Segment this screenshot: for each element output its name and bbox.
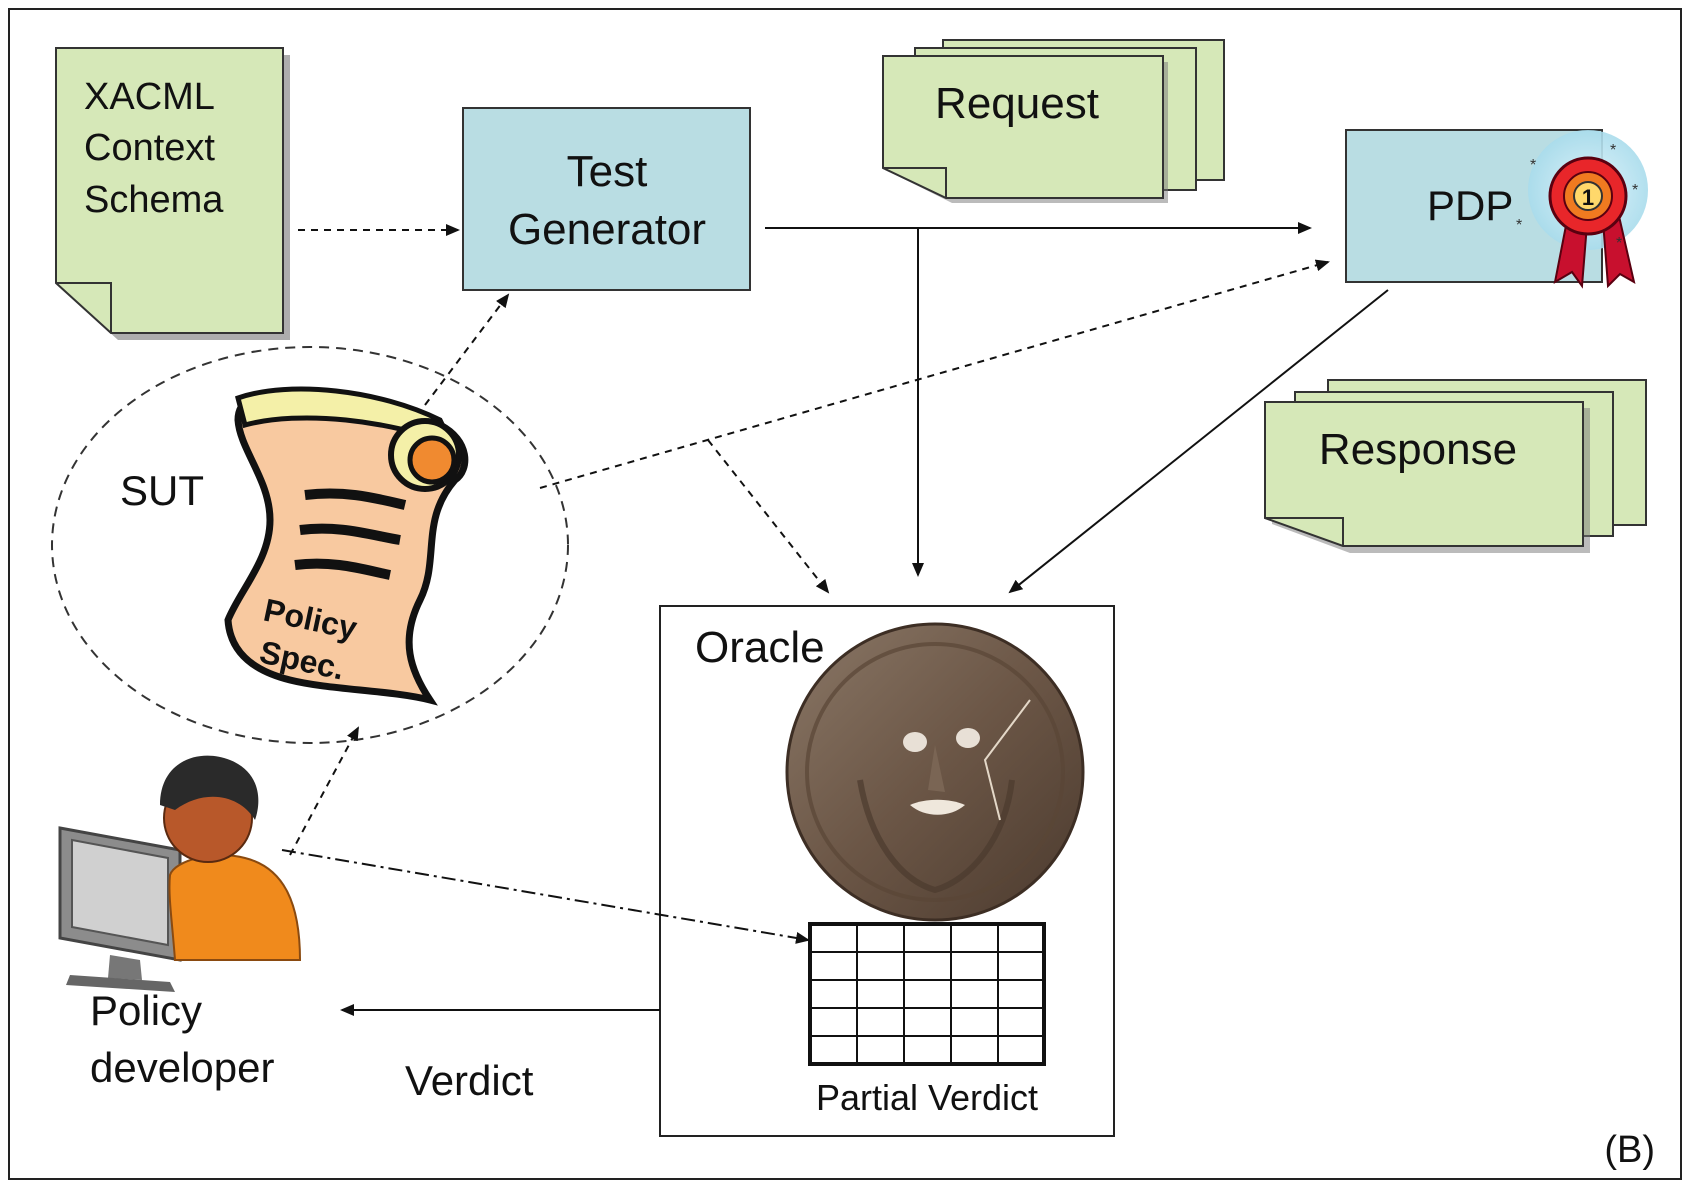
edge-developer-to-partial-verdict [281,849,810,944]
test-generator-node: Test Generator [462,107,751,291]
edge-policy-to-pdp [539,259,1330,489]
policy-developer-label-line-1: Policy [90,987,202,1034]
award-rosette-icon: 1 * * * * * [1516,130,1648,289]
pdp-label: PDP [1427,182,1513,229]
test-generator-label-line-1: Test [567,147,648,196]
sut-boundary [51,346,569,744]
response-label: Response [1319,425,1517,474]
svg-text:*: * [1516,217,1522,234]
svg-text:*: * [1616,235,1622,252]
partial-verdict-label: Partial Verdict [816,1077,1038,1118]
schema-folded-corner [56,282,112,333]
schema-label-line-1: XACML [84,76,215,118]
grid-table-icon [808,922,1046,1066]
schema-label-line-2: Context [84,127,215,169]
test-generator-box [462,107,751,291]
svg-text:*: * [1610,142,1616,159]
xacml-context-schema-document: XACML Context Schema [55,47,290,340]
sut-label: SUT [120,467,204,514]
pdp-node: PDP 1 * * * * * [1345,129,1648,289]
developer-at-computer-icon [58,755,302,992]
response-front-page [1264,401,1584,547]
response-document-stack: Response [1264,379,1647,553]
award-number: 1 [1582,185,1594,210]
verdict-edge-label: Verdict [405,1057,534,1104]
oracle-node: Oracle Partial Verdict [659,605,1115,1137]
edge-pdp-to-oracle [1008,289,1389,594]
policy-developer-label-line-2: developer [90,1044,274,1091]
request-document-stack: Request [882,39,1225,203]
test-generator-label-line-2: Generator [508,205,706,254]
schema-shape [55,47,284,334]
schema-label-line-3: Schema [84,179,224,221]
edge-developer-to-policy [289,726,359,856]
oracle-label: Oracle [695,623,825,672]
stone-face-icon [785,622,1085,922]
request-front-page [882,55,1164,199]
request-label: Request [935,79,1099,128]
svg-text:*: * [1632,182,1638,199]
figure-frame [8,8,1682,1180]
panel-label: (B) [1604,1129,1655,1171]
edge-policy-to-test-generator [424,293,510,406]
policy-scroll-icon: Policy Spec. [224,386,469,706]
edge-policy-to-oracle [707,439,830,594]
svg-text:*: * [1530,157,1536,174]
